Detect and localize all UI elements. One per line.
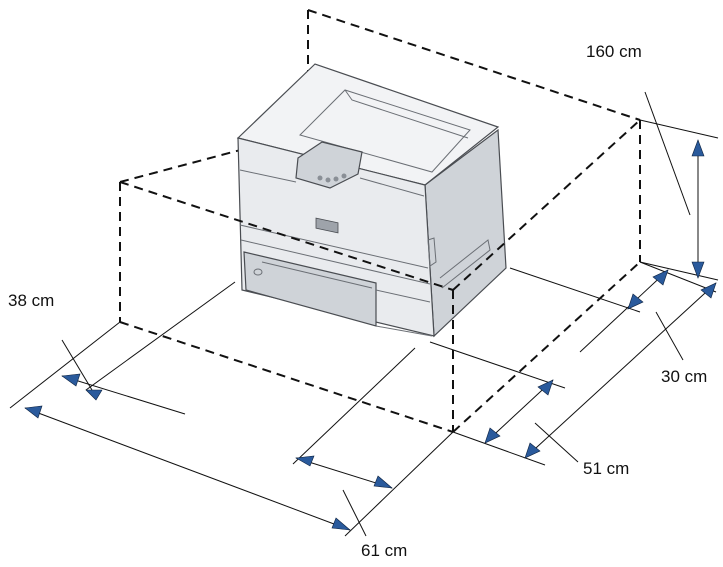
- arrowhead: [295, 455, 315, 467]
- left-clearance-label: 38 cm: [8, 291, 55, 310]
- arrowhead: [24, 405, 43, 419]
- top-clearance-label: 160 cm: [586, 42, 642, 61]
- printer-illustration: [236, 63, 507, 338]
- arrowhead: [691, 139, 705, 157]
- arrowhead: [652, 269, 669, 286]
- arrowhead: [484, 427, 501, 444]
- display-screen: [315, 217, 339, 234]
- rear-clearance-label: 51 cm: [583, 459, 630, 478]
- arrowhead: [627, 293, 644, 310]
- arrowhead: [691, 261, 705, 279]
- arrowhead: [373, 475, 393, 489]
- arrowhead: [85, 389, 103, 401]
- arrowhead: [524, 442, 541, 459]
- arrowhead: [537, 379, 554, 396]
- clearance-box-front-edges: [119, 9, 641, 433]
- front-clearance-label: 61 cm: [361, 541, 408, 560]
- dimension-arrowheads: [24, 139, 717, 531]
- arrowhead: [61, 373, 81, 387]
- dimension-lines: [9, 91, 719, 537]
- right-clearance-label: 30 cm: [661, 367, 708, 386]
- arrowhead: [331, 517, 351, 531]
- arrowhead: [700, 282, 717, 299]
